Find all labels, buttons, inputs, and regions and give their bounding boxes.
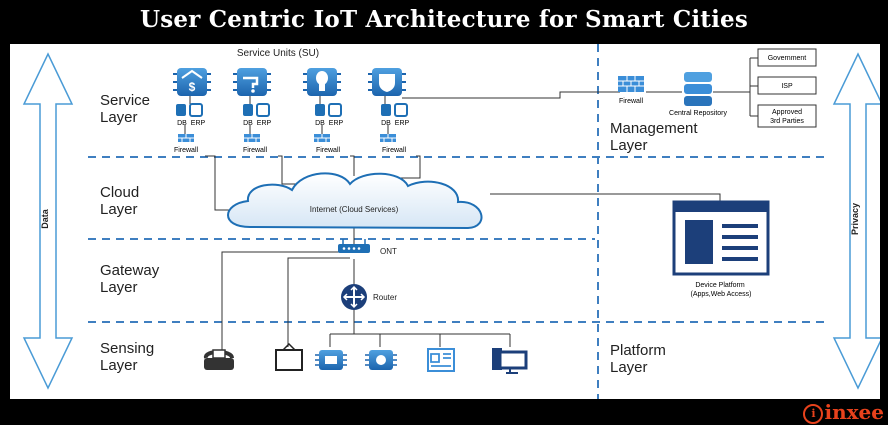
ont-device-icon: ONT bbox=[338, 239, 397, 256]
sensing-layer-label: Sensing Layer bbox=[100, 340, 154, 374]
management-firewall-label: Firewall bbox=[619, 98, 644, 105]
service-layer-text: Service Layer bbox=[100, 92, 151, 126]
management-layer-label: Management Layer bbox=[610, 120, 698, 154]
db-erp-group-2: DB ERP bbox=[243, 103, 272, 127]
data-arrow-label: Data bbox=[40, 208, 50, 229]
firewall-icon: Firewall bbox=[243, 134, 268, 154]
device-platform-icon: Device Platform (Apps,Web Access) bbox=[672, 200, 770, 298]
government-box: Government bbox=[757, 48, 817, 67]
gateway-layer-text: Gateway Layer bbox=[100, 262, 160, 296]
isp-box: ISP bbox=[757, 76, 817, 95]
computer-icon bbox=[492, 348, 528, 374]
service-unit-security-icon bbox=[368, 68, 406, 96]
cloud-layer-label: Cloud Layer bbox=[100, 184, 139, 218]
ont-label: ONT bbox=[380, 247, 397, 256]
svg-text:$: $ bbox=[189, 80, 196, 94]
cloud-layer-text: Cloud Layer bbox=[100, 184, 140, 218]
privacy-arrow-label: Privacy bbox=[850, 203, 860, 235]
third-parties-label: Approved 3rd Parties bbox=[770, 109, 804, 125]
sensing-layer-text: Sensing Layer bbox=[100, 340, 155, 374]
device-platform-label: Device Platform (Apps,Web Access) bbox=[691, 282, 752, 298]
architecture-diagram: Data Privacy bbox=[22, 44, 884, 399]
central-repository-icon: Central Repository bbox=[669, 72, 727, 117]
management-firewall-icon: Firewall bbox=[618, 76, 644, 105]
erp-label-1: ERP bbox=[191, 120, 206, 127]
telephone-icon bbox=[204, 349, 234, 370]
privacy-arrow: Privacy bbox=[832, 52, 884, 390]
management-layer-text: Management Layer bbox=[610, 120, 698, 154]
firewall-icon: Firewall bbox=[314, 134, 340, 154]
third-parties-line: Approved bbox=[772, 109, 802, 116]
platform-layer-text: Platform Layer bbox=[610, 342, 666, 376]
db-label-4: DB bbox=[381, 120, 391, 127]
television-icon bbox=[275, 342, 303, 371]
chip-device-icon bbox=[365, 350, 397, 370]
central-repository-label: Central Repository bbox=[669, 110, 727, 117]
service-unit-finance-icon: $ bbox=[173, 68, 211, 96]
chip-device-icon bbox=[315, 350, 347, 370]
third-parties-box: Approved 3rd Parties bbox=[757, 104, 817, 128]
db-label-3: DB bbox=[315, 120, 325, 127]
firewall-icon: Firewall bbox=[380, 134, 406, 154]
title-bar: User Centric IoT Architecture for Smart … bbox=[0, 0, 888, 44]
firewall-label-3: Firewall bbox=[316, 147, 341, 154]
service-units-title: Service Units (SU) bbox=[237, 48, 319, 59]
diagram-canvas: Data Privacy bbox=[10, 44, 884, 399]
db-label-1: DB bbox=[177, 120, 187, 127]
gateway-layer-label: Gateway Layer bbox=[100, 262, 159, 296]
service-layer-label: Service Layer bbox=[100, 92, 150, 126]
platform-layer-label: Platform Layer bbox=[610, 342, 666, 376]
footer-bar bbox=[0, 399, 888, 425]
connection-lines bbox=[184, 57, 758, 354]
layer-dividers bbox=[88, 44, 825, 399]
db-erp-group-1: DB ERP bbox=[176, 103, 206, 127]
diagram-title: User Centric IoT Architecture for Smart … bbox=[139, 6, 749, 33]
government-label: Government bbox=[768, 55, 807, 62]
service-unit-water-icon bbox=[233, 68, 271, 96]
db-erp-group-3: DB ERP bbox=[315, 103, 344, 127]
isp-label: ISP bbox=[781, 83, 793, 90]
device-platform-line-2: (Apps,Web Access) bbox=[691, 291, 752, 298]
router-label: Router bbox=[373, 293, 397, 302]
erp-label-3: ERP bbox=[329, 120, 344, 127]
device-platform-line-1: Device Platform bbox=[695, 282, 745, 289]
brand-mark-icon: i bbox=[803, 403, 824, 424]
data-arrow: Data bbox=[22, 52, 74, 390]
firewall-label-4: Firewall bbox=[382, 147, 407, 154]
service-unit-power-icon bbox=[303, 68, 341, 96]
brand-name: inxee bbox=[824, 400, 884, 424]
router-icon: Router bbox=[341, 284, 397, 310]
cloud-icon: Internet (Cloud Services) bbox=[227, 172, 483, 230]
erp-label-4: ERP bbox=[395, 120, 410, 127]
firewall-icon: Firewall bbox=[174, 134, 199, 154]
firewall-label-2: Firewall bbox=[243, 147, 268, 154]
firewall-label-1: Firewall bbox=[174, 147, 199, 154]
erp-label-2: ERP bbox=[257, 120, 272, 127]
db-label-2: DB bbox=[243, 120, 253, 127]
db-erp-group-4: DB ERP bbox=[381, 103, 410, 127]
sensor-panel-icon bbox=[427, 348, 455, 372]
cloud-label: Internet (Cloud Services) bbox=[310, 205, 399, 214]
third-parties-line: 3rd Parties bbox=[770, 118, 804, 125]
